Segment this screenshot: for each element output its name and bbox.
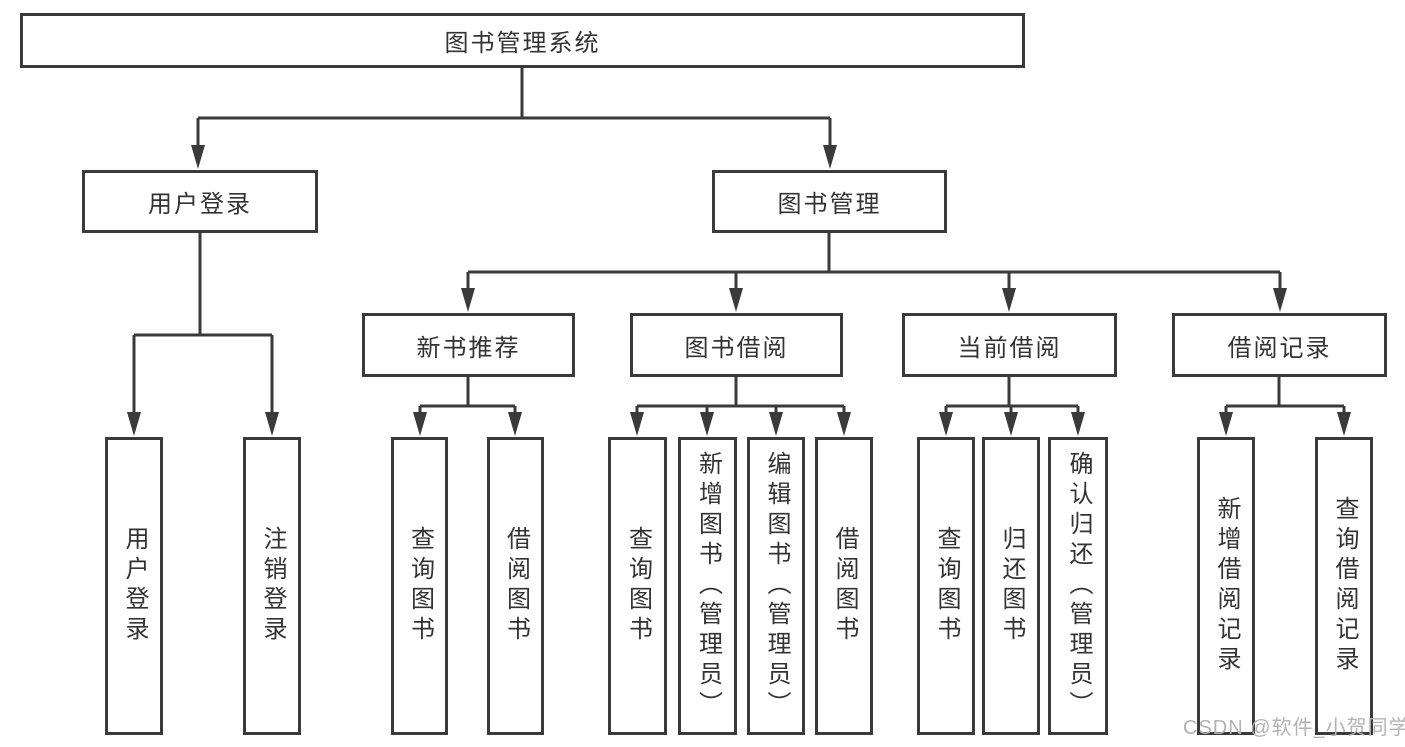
- node-book-management: 图书管理: [712, 170, 947, 233]
- node-leaf-query-books-current: 查询图书: [917, 437, 975, 735]
- node-leaf-add-borrow-record: 新增借阅记录: [1197, 437, 1255, 735]
- node-root-system: 图书管理系统: [20, 13, 1025, 68]
- node-leaf-logout: 注销登录: [243, 437, 301, 735]
- node-leaf-confirm-return-admin: 确认归还（管理员）: [1048, 437, 1108, 735]
- node-leaf-borrow-books: 借阅图书: [815, 437, 873, 735]
- node-current-borrow: 当前借阅: [902, 313, 1117, 377]
- connector-user-login-branch: [127, 232, 279, 436]
- node-user-login: 用户登录: [82, 170, 318, 233]
- csdn-watermark: CSDN @软件_小贺同学: [1183, 717, 1405, 739]
- node-leaf-return-books: 归还图书: [982, 437, 1040, 735]
- node-leaf-query-books-recommend: 查询图书: [391, 437, 448, 735]
- node-borrow-records: 借阅记录: [1172, 313, 1387, 377]
- node-leaf-query-books-borrow: 查询图书: [608, 437, 667, 735]
- connector-book-management-to-level3: [461, 232, 1287, 312]
- node-leaf-query-borrow-record: 查询借阅记录: [1315, 437, 1373, 735]
- node-new-book-recommend: 新书推荐: [362, 313, 575, 377]
- connector-current-borrow-group: [939, 377, 1085, 436]
- connector-borrow-records-group: [1219, 377, 1351, 436]
- node-leaf-borrow-books-recommend: 借阅图书: [487, 437, 544, 735]
- connector-book-borrow-group: [630, 377, 851, 436]
- node-leaf-add-books-admin: 新增图书（管理员）: [678, 437, 737, 735]
- node-leaf-user-login: 用户登录: [105, 437, 163, 735]
- connector-root-to-level2: [191, 68, 837, 169]
- connector-new-book-recommend-group: [413, 377, 522, 436]
- node-leaf-edit-books-admin: 编辑图书（管理员）: [747, 437, 805, 735]
- node-book-borrow: 图书借阅: [630, 313, 843, 377]
